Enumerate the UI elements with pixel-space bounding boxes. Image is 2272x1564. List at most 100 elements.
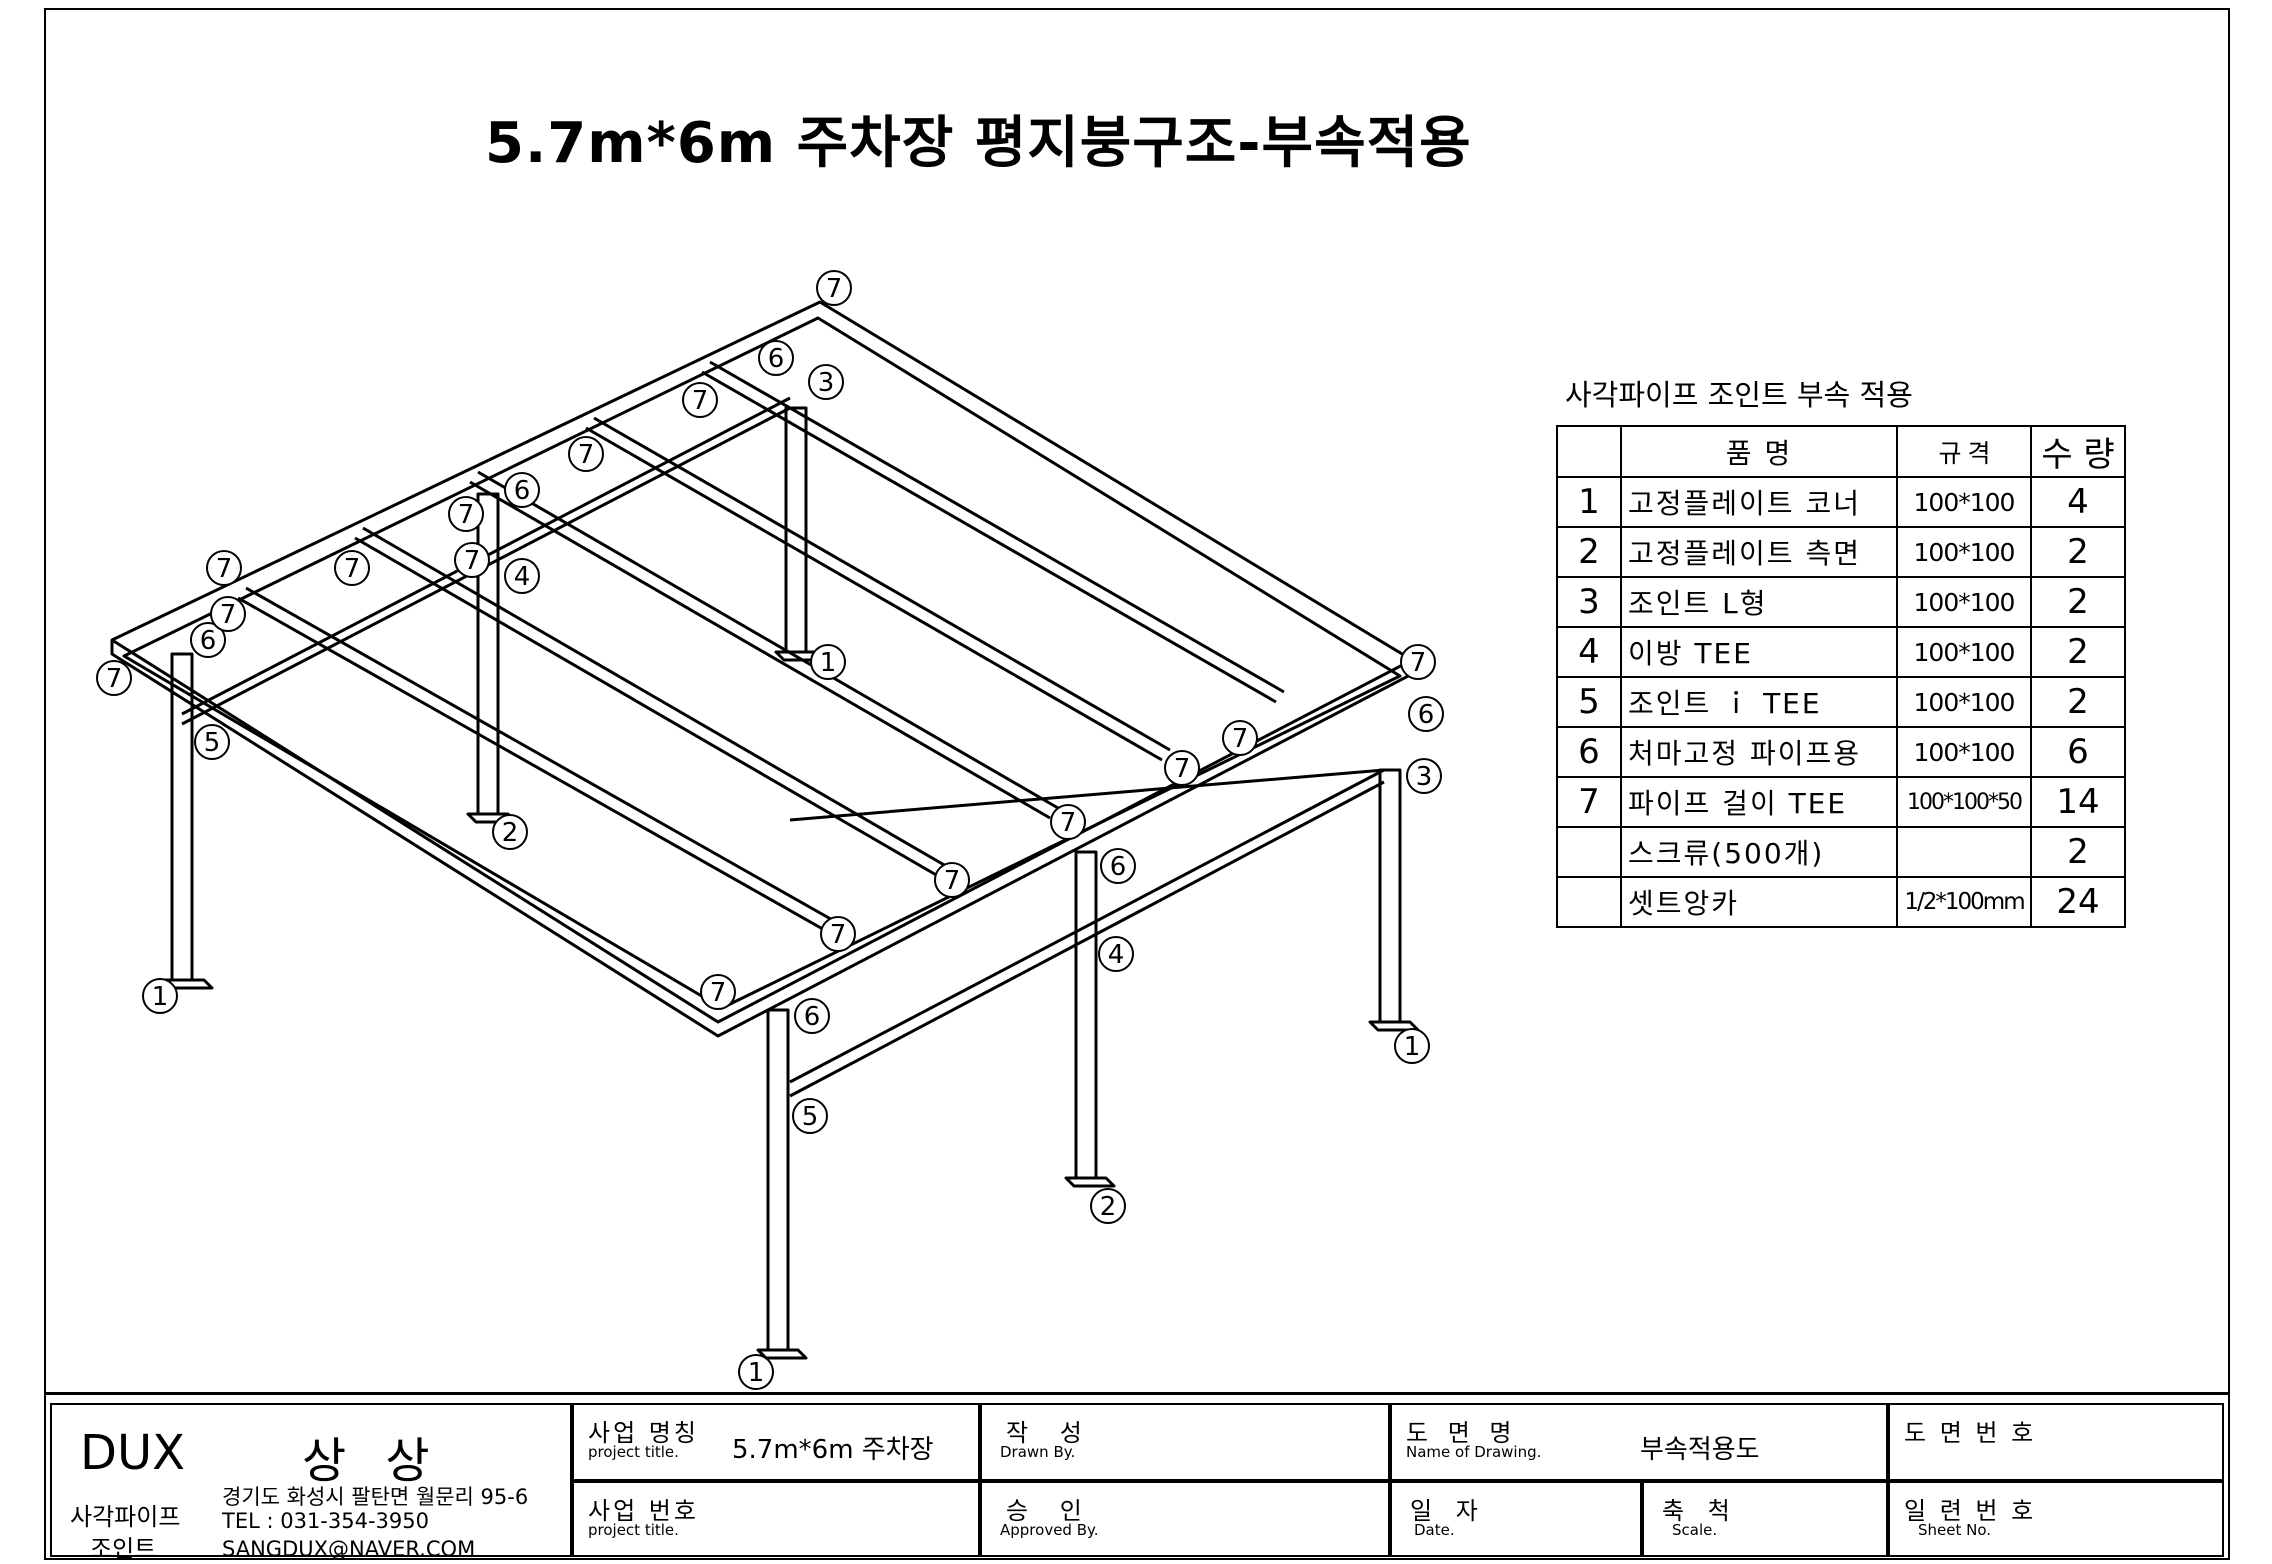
callout-3: 3 bbox=[808, 364, 844, 400]
bom-name: 스크류(500개) bbox=[1620, 826, 1898, 878]
svg-text:7: 7 bbox=[826, 274, 843, 304]
callout-2: 2 bbox=[1090, 1188, 1126, 1224]
svg-text:7: 7 bbox=[344, 554, 361, 584]
bom-no bbox=[1556, 826, 1622, 878]
bom-row: 6 처마고정 파이프용 100*100 6 bbox=[1556, 726, 2126, 778]
bom-no: 2 bbox=[1556, 526, 1622, 578]
bom-title: 사각파이프 조인트 부속 적용 bbox=[1565, 378, 1913, 412]
bom-spec: 100*100 bbox=[1896, 476, 2032, 528]
callout-6: 6 bbox=[190, 622, 226, 658]
bom-name: 처마고정 파이프용 bbox=[1620, 726, 1898, 778]
bom-name: 고정플레이트 코너 bbox=[1620, 476, 1898, 528]
svg-text:2: 2 bbox=[1100, 1192, 1117, 1222]
company-logo-text: DUX bbox=[80, 1425, 185, 1481]
svg-text:1: 1 bbox=[1404, 1032, 1421, 1062]
bom-header-qty: 수 량 bbox=[2030, 425, 2126, 478]
bom-spec bbox=[1896, 826, 2032, 878]
bom-spec: 100*100 bbox=[1896, 726, 2032, 778]
project-title-value: 5.7m*6m 주차장 bbox=[732, 1435, 934, 1465]
svg-text:2: 2 bbox=[502, 818, 519, 848]
svg-text:7: 7 bbox=[692, 386, 709, 416]
svg-text:1: 1 bbox=[748, 1358, 765, 1388]
bom-qty: 6 bbox=[2030, 726, 2126, 778]
drawing-name-label: 도 면 명 bbox=[1406, 1419, 1518, 1447]
company-cell: DUX 상 상 사각파이프 조인트 경기도 화성시 팔탄면 월문리 95-6 T… bbox=[50, 1403, 572, 1563]
bom-no: 7 bbox=[1556, 776, 1622, 828]
bom-qty: 2 bbox=[2030, 526, 2126, 578]
roof-frame-inner bbox=[122, 316, 1402, 1010]
callout-7: 7 bbox=[1400, 644, 1436, 680]
project-title-cell: 사업 명칭 project title. 5.7m*6m 주차장 bbox=[572, 1403, 980, 1481]
bom-row: 2 고정플레이트 측면 100*100 2 bbox=[1556, 526, 2126, 578]
callout-6: 6 bbox=[758, 340, 794, 376]
callout-2: 2 bbox=[492, 814, 528, 850]
date-cell: 일 자 Date. bbox=[1390, 1481, 1642, 1557]
callout-7: 7 bbox=[96, 660, 132, 696]
svg-text:7: 7 bbox=[216, 554, 233, 584]
bom-name: 조인트 ｉ TEE bbox=[1620, 676, 1898, 728]
bom-header-name: 품 명 bbox=[1620, 425, 1898, 478]
callout-7: 7 bbox=[206, 550, 242, 586]
callout-6: 6 bbox=[794, 998, 830, 1034]
company-email: SANGDUX@NAVER.COM bbox=[222, 1537, 476, 1561]
callout-5: 5 bbox=[194, 724, 230, 760]
callout-7: 7 bbox=[700, 974, 736, 1010]
svg-text:1: 1 bbox=[820, 648, 837, 678]
bom-row: 5 조인트 ｉ TEE 100*100 2 bbox=[1556, 676, 2126, 728]
bom-spec: 100*100 bbox=[1896, 526, 2032, 578]
sheet-no-label-en: Sheet No. bbox=[1918, 1521, 1992, 1539]
product-line-2: 조인트 bbox=[90, 1535, 157, 1563]
bom-qty: 2 bbox=[2030, 576, 2126, 628]
scale-label: 축 척 bbox=[1662, 1497, 1738, 1525]
callout-1: 1 bbox=[738, 1354, 774, 1390]
bom-qty: 2 bbox=[2030, 626, 2126, 678]
drawing-name-label-en: Name of Drawing. bbox=[1406, 1443, 1542, 1461]
callout-7: 7 bbox=[1222, 720, 1258, 756]
svg-text:7: 7 bbox=[1232, 724, 1249, 754]
svg-text:6: 6 bbox=[804, 1002, 821, 1032]
bom-row: 스크류(500개) 2 bbox=[1556, 826, 2126, 878]
side-beams bbox=[181, 396, 1385, 1098]
bom-qty: 2 bbox=[2030, 676, 2126, 728]
svg-text:7: 7 bbox=[220, 600, 237, 630]
bom-header-spec: 규 격 bbox=[1896, 425, 2032, 478]
svg-text:7: 7 bbox=[830, 920, 847, 950]
bom-name: 조인트 L형 bbox=[1620, 576, 1898, 628]
drawn-by-label: 작 성 bbox=[1006, 1419, 1094, 1447]
callout-4: 4 bbox=[1098, 936, 1134, 972]
drawing-no-label: 도 면 번 호 bbox=[1904, 1419, 2037, 1447]
callout-6: 6 bbox=[1408, 696, 1444, 732]
drawn-by-cell: 작 성 Drawn By. bbox=[980, 1403, 1390, 1481]
svg-text:6: 6 bbox=[1418, 700, 1435, 730]
bom-spec: 100*100 bbox=[1896, 676, 2032, 728]
svg-text:1: 1 bbox=[152, 982, 169, 1012]
bom-header-row: 품 명 규 격 수 량 bbox=[1556, 425, 2126, 478]
callout-7: 7 bbox=[448, 496, 484, 532]
callout-7: 7 bbox=[1164, 750, 1200, 786]
drawing-name-cell: 도 면 명 Name of Drawing. 부속적용도 bbox=[1390, 1403, 1888, 1481]
svg-text:4: 4 bbox=[514, 562, 531, 592]
columns bbox=[170, 406, 1402, 1352]
bom-no: 4 bbox=[1556, 626, 1622, 678]
callout-7: 7 bbox=[210, 596, 246, 632]
callout-5: 5 bbox=[792, 1098, 828, 1134]
roof-frame-outer bbox=[110, 300, 1414, 1024]
drawing-title: 5.7m*6m 주차장 평지붕구조-부속적용 bbox=[485, 111, 1472, 176]
svg-text:7: 7 bbox=[578, 440, 595, 470]
bom-row: 4 이방 TEE 100*100 2 bbox=[1556, 626, 2126, 678]
callout-3: 3 bbox=[1406, 758, 1442, 794]
callout-balloons: 1 1 1 1 2 2 3 3 4 4 5 5 6 6 6 6 6 6 7 7 … bbox=[96, 270, 1444, 1390]
bom-row: 3 조인트 L형 100*100 2 bbox=[1556, 576, 2126, 628]
bom-spec: 100*100 bbox=[1896, 576, 2032, 628]
svg-text:7: 7 bbox=[106, 664, 123, 694]
bom-no: 5 bbox=[1556, 676, 1622, 728]
drawing-name-value: 부속적용도 bbox=[1640, 1435, 1760, 1465]
bom-no bbox=[1556, 876, 1622, 928]
bom-name: 파이프 걸이 TEE bbox=[1620, 776, 1898, 828]
svg-text:6: 6 bbox=[768, 344, 785, 374]
scale-label-en: Scale. bbox=[1672, 1521, 1718, 1539]
bom-spec: 100*100 bbox=[1896, 626, 2032, 678]
svg-text:7: 7 bbox=[710, 978, 727, 1008]
approved-by-label-en: Approved By. bbox=[1000, 1521, 1099, 1539]
bom-qty: 2 bbox=[2030, 826, 2126, 878]
